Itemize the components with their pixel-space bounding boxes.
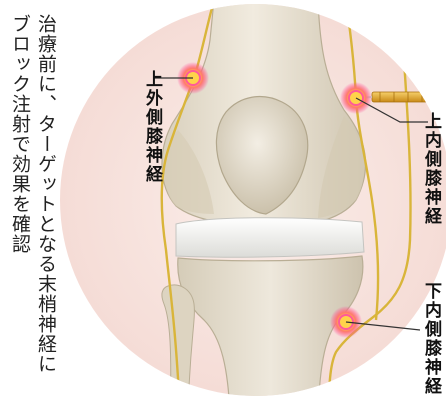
label-lower-medial-genicular-nerve: 下内側膝神経 [422, 282, 439, 396]
label-upper-medial-genicular-nerve: 上内側膝神経 [422, 112, 439, 226]
caption-line-2: ブロック注射で効果を確認 [10, 14, 29, 254]
caption-line-1: 治療前に、ターゲットとなる末梢神経に [36, 14, 55, 374]
label-upper-lateral-genicular-nerve: 上外側膝神経 [143, 70, 160, 184]
meniscus [176, 218, 364, 257]
